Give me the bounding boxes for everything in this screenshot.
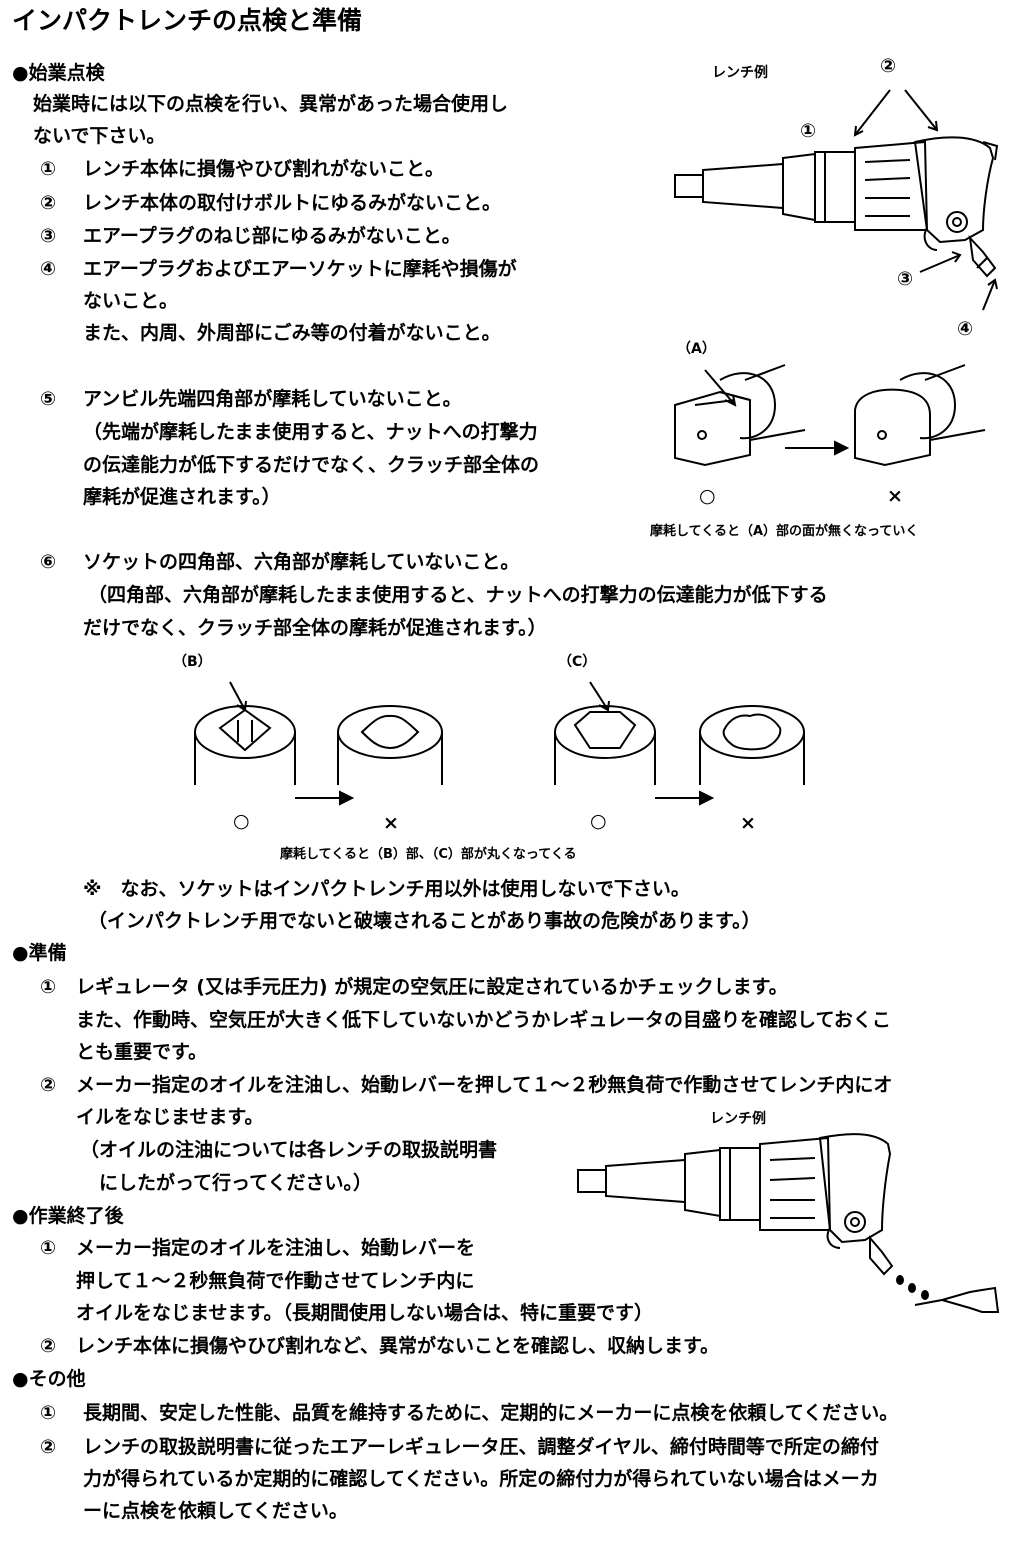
prep-item-text: とも重要です。 <box>76 1041 208 1063</box>
callout-1: ① <box>800 120 817 142</box>
item-number: ② <box>40 1335 57 1357</box>
callout-2: ② <box>880 55 897 77</box>
figure-label: レンチ例 <box>712 65 768 81</box>
ok-mark: ○ <box>590 810 607 832</box>
after-item-text: メーカー指定のオイルを注油し、始動レバーを <box>76 1237 476 1259</box>
after-item-text: オイルをなじませます。（長期間使用しない場合は、特に重要です） <box>76 1302 654 1324</box>
item-number: ③ <box>40 225 57 247</box>
item-number: ⑤ <box>40 388 57 410</box>
note-text: （インパクトレンチ用でないと破壊されることがあり事故の危険があります。） <box>88 910 761 932</box>
prep-item-text: メーカー指定のオイルを注油し、始動レバーを押して１～２秒無負荷で作動させてレンチ… <box>76 1074 893 1096</box>
socket-wear-illustration <box>194 681 805 799</box>
prep-item-text: また、作動時、空気圧が大きく低下していないかどうかレギュレータの目盛りを確認して… <box>76 1009 891 1031</box>
figure-label: レンチ例 <box>710 1111 766 1127</box>
label-b: （B） <box>173 654 212 670</box>
after-item-text: 押して１～２秒無負荷で作動させてレンチ内に <box>76 1270 475 1292</box>
intro-line: 始業時には以下の点検を行い、異常があった場合使用し <box>33 93 509 115</box>
prep-item-text: レギュレータ (又は手元圧力) が規定の空気圧に設定されているかチェックします。 <box>76 976 788 998</box>
anvil-wear-illustration <box>674 364 986 467</box>
check-item-text: ないこと。 <box>83 290 179 312</box>
arrow-right-icon <box>295 790 355 806</box>
callout-4: ④ <box>957 318 974 340</box>
prep-item-text: にしたがって行ってください。） <box>80 1172 373 1194</box>
item-number: ② <box>40 192 57 214</box>
item-number: ② <box>40 1436 57 1458</box>
check-item-text: アンビル先端四角部が摩耗していないこと。 <box>83 388 462 410</box>
ok-mark: ○ <box>699 485 716 507</box>
item-number: ④ <box>40 258 57 280</box>
item-number: ① <box>40 1237 57 1259</box>
intro-line: ないで下さい。 <box>33 125 166 147</box>
section-heading-other: ●その他 <box>12 1368 86 1390</box>
check-item-text: 摩耗が促進されます。） <box>83 486 281 508</box>
item-number: ② <box>40 1074 57 1096</box>
arrow-right-icon <box>655 790 715 806</box>
ng-mark: × <box>887 485 903 507</box>
note-text: ※ なお、ソケットはインパクトレンチ用以外は使用しないで下さい。 <box>83 878 690 900</box>
check-item-text: ソケットの四角部、六角部が摩耗していないこと。 <box>83 551 520 573</box>
prep-item-text: イルをなじませます。 <box>76 1106 264 1128</box>
label-a: （A） <box>677 341 716 357</box>
other-item-text: 力が得られているか定期的に確認してください。所定の締付力が得られていない場合はメ… <box>83 1468 879 1490</box>
item-number: ① <box>40 1402 57 1424</box>
section-heading-after-work: ●作業終了後 <box>12 1205 124 1227</box>
other-item-text: 長期間、安定した性能、品質を維持するために、定期的にメーカーに点検を依頼してくだ… <box>83 1402 899 1424</box>
check-item-text: （先端が摩耗したまま使用すると、ナットへの打撃力 <box>83 421 538 443</box>
check-item-text: また、内周、外周部にごみ等の付着がないこと。 <box>83 322 501 344</box>
section-heading-start-check: ●始業点検 <box>12 62 105 84</box>
wrench-oiling-illustration <box>577 1133 1000 1313</box>
impact-wrench-illustration <box>674 89 999 311</box>
other-item-text: レンチの取扱説明書に従ったエアーレギュレータ圧、調整ダイヤル、締付時間等で所定の… <box>83 1436 879 1458</box>
ng-mark: × <box>383 812 399 834</box>
check-item-text: レンチ本体に損傷やひび割れがないこと。 <box>83 158 445 180</box>
item-number: ⑥ <box>40 551 57 573</box>
page-title: インパクトレンチの点検と準備 <box>12 6 363 35</box>
ok-mark: ○ <box>233 810 250 832</box>
ng-mark: × <box>740 812 756 834</box>
check-item-text: レンチ本体の取付けボルトにゆるみがないこと。 <box>83 192 502 214</box>
check-item-text: エアープラグのねじ部にゆるみがないこと。 <box>83 225 461 247</box>
other-item-text: ーに点検を依頼してください。 <box>83 1500 348 1522</box>
figure-caption: 摩耗してくると（A）部の面が無くなっていく <box>650 524 919 539</box>
after-item-text: レンチ本体に損傷やひび割れなど、異常がないことを確認し、収納します。 <box>76 1335 720 1357</box>
check-item-text: の伝達能力が低下するだけでなく、クラッチ部全体の <box>83 454 540 476</box>
figure-caption: 摩耗してくると（B）部、（C）部が丸くなってくる <box>280 847 577 862</box>
item-number: ① <box>40 976 57 998</box>
item-number: ① <box>40 158 57 180</box>
prep-item-text: （オイルの注油については各レンチの取扱説明書 <box>80 1139 498 1161</box>
check-item-text: （四角部、六角部が摩耗したまま使用すると、ナットへの打撃力の伝達能力が低下する <box>88 584 828 606</box>
section-heading-preparation: ●準備 <box>12 942 67 964</box>
check-item-text: エアープラグおよびエアーソケットに摩耗や損傷が <box>83 258 517 280</box>
check-item-text: だけでなく、クラッチ部全体の摩耗が促進されます。） <box>83 617 547 639</box>
label-c: （C） <box>558 654 597 670</box>
callout-3: ③ <box>897 268 914 290</box>
